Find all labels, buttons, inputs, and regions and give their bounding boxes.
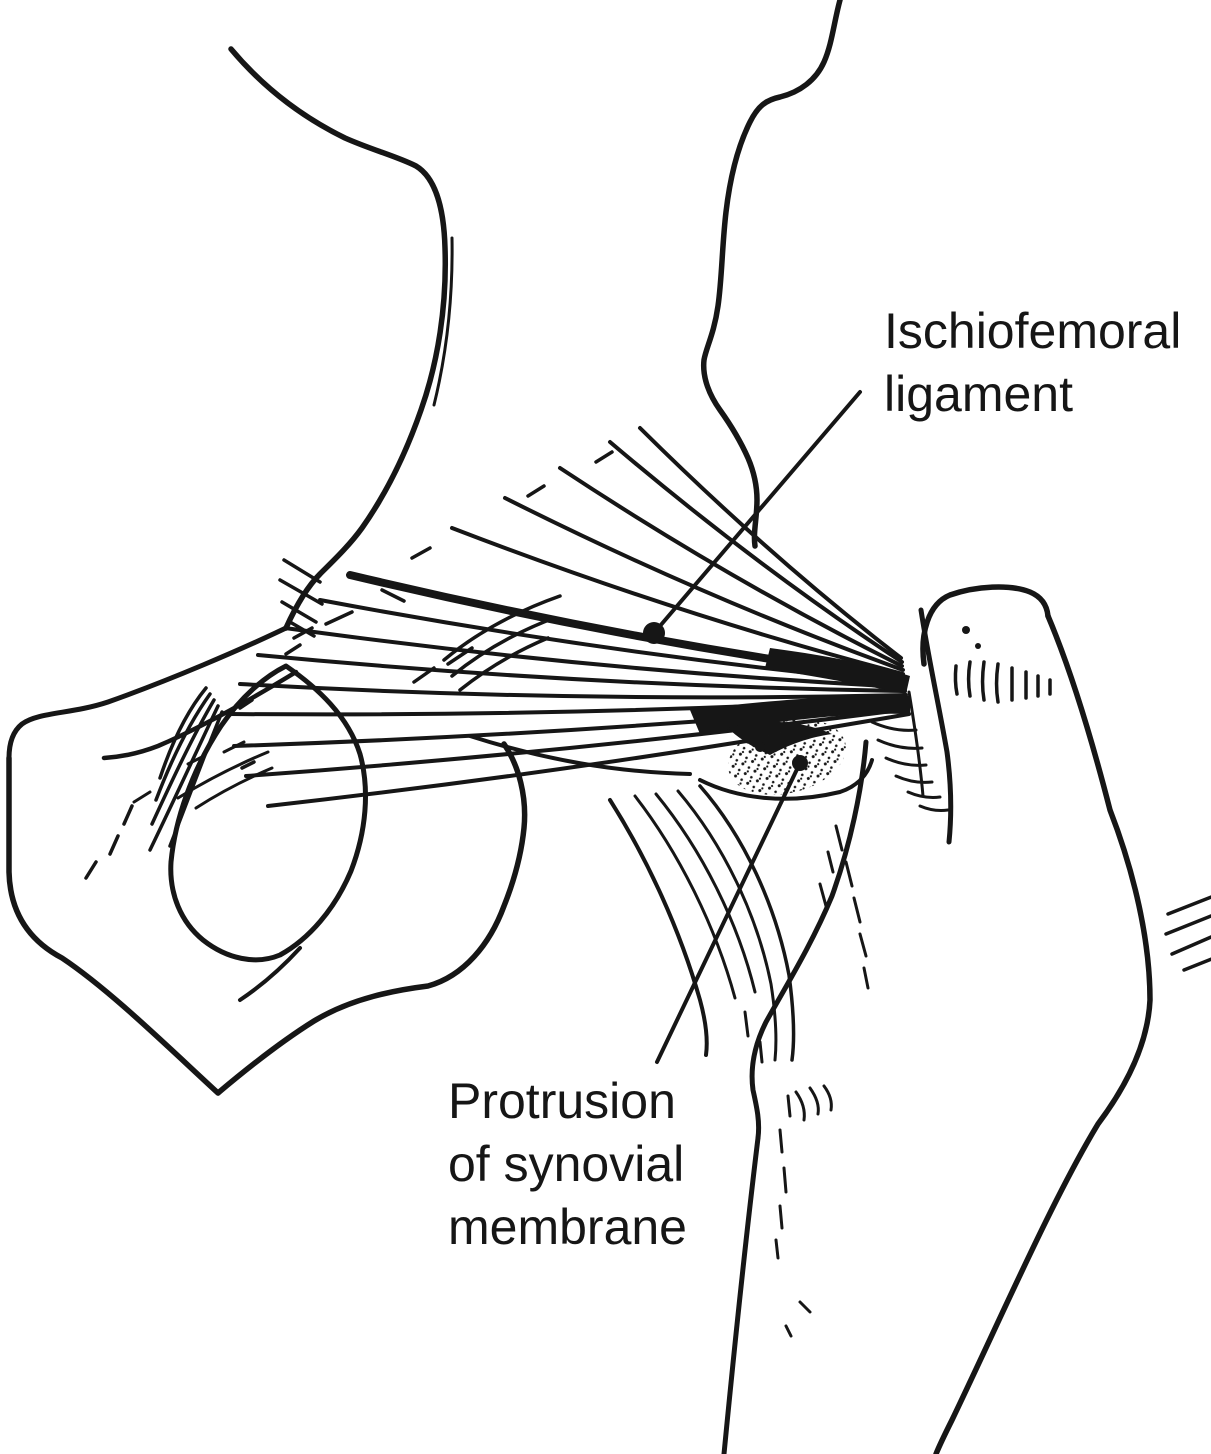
- leader-lines: [643, 390, 862, 1064]
- label-line: membrane: [448, 1199, 687, 1255]
- trochanteric-fossa-ticks: [870, 720, 950, 812]
- sacrum-edge: [700, 0, 843, 549]
- label-line: Protrusion: [448, 1073, 676, 1129]
- label-line: of synovial: [448, 1136, 685, 1192]
- capsule-band: [608, 784, 796, 1064]
- trochanter-surface-ticks: [953, 626, 1052, 704]
- label-line: Ischiofemoral: [884, 303, 1182, 359]
- lesser-trochanter-ticks: [774, 1084, 833, 1338]
- label-ischiofemoral-ligament: Ischiofemoral ligament: [884, 300, 1181, 426]
- label-line: ligament: [884, 366, 1073, 422]
- protrusion-leader-dot: [792, 755, 808, 771]
- femoral-neck-dashes: [818, 824, 870, 990]
- protrusion-leader-line: [655, 761, 802, 1064]
- label-protrusion-synovial-membrane: Protrusion of synovial membrane: [448, 1070, 687, 1259]
- hip-bone-outline: [6, 46, 528, 1096]
- ischiofemoral-leader-dot: [643, 622, 665, 644]
- ischium-hatching: [132, 740, 274, 810]
- lateral-bulge-hatching: [1164, 895, 1211, 972]
- ischiofemoral-leader-line: [652, 390, 862, 635]
- sacrospinous-fiber-lines: [84, 686, 224, 880]
- femur-outline: [721, 584, 1153, 1454]
